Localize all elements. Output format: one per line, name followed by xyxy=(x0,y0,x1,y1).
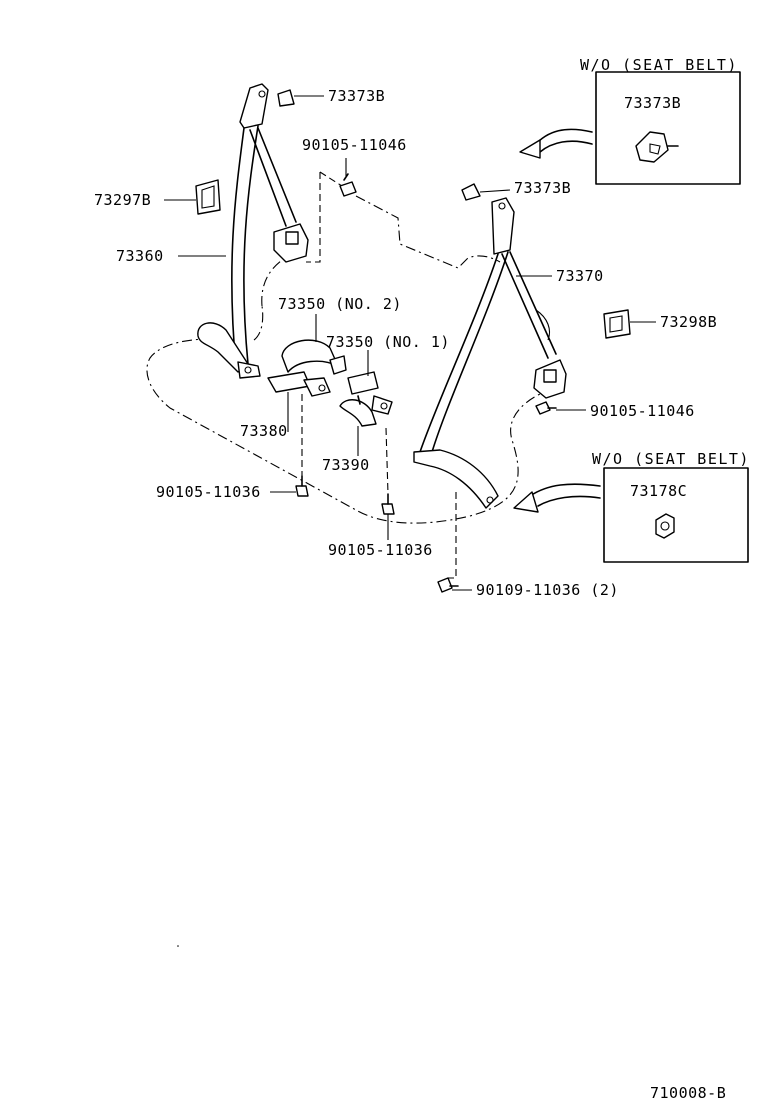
inset-box-top: W/O (SEAT BELT) 73373B xyxy=(580,56,741,185)
inset-title-top: W/O (SEAT BELT) xyxy=(580,56,738,74)
label-90109-11036: 90109-11036 (2) xyxy=(476,581,619,599)
label-73370: 73370 xyxy=(556,267,604,285)
seat-back-guide xyxy=(306,171,501,269)
inset-part-bottom: 73178C xyxy=(630,482,687,500)
buckle-73380 xyxy=(267,371,331,397)
cover-73297b xyxy=(195,179,221,215)
bolt-90105-11046-right xyxy=(535,401,557,415)
label-73350-no2: 73350 (NO. 2) xyxy=(278,295,402,313)
label-73298b: 73298B xyxy=(660,313,717,331)
label-73373b-top: 73373B xyxy=(328,87,385,105)
label-73390: 73390 xyxy=(322,456,370,474)
label-73373b-mid: 73373B xyxy=(514,179,571,197)
buckle-73390 xyxy=(339,395,377,427)
bolt-90105-11036-bottom xyxy=(381,493,395,515)
arrow-top xyxy=(519,128,593,159)
inset-part-73373b-icon xyxy=(635,131,679,163)
bolt-90109-11036 xyxy=(437,577,459,593)
inset-part-top: 73373B xyxy=(624,94,681,112)
inset-part-73178c-icon xyxy=(655,513,675,539)
buckle-73350-no1 xyxy=(347,371,393,415)
cover-73298b xyxy=(603,309,631,339)
label-73360: 73360 xyxy=(116,247,164,265)
inset-box-bottom: W/O (SEAT BELT) 73178C xyxy=(592,450,750,563)
label-90105-11046-top: 90105-11046 xyxy=(302,136,407,154)
label-73380: 73380 xyxy=(240,422,288,440)
bolt-90105-11036-left xyxy=(295,475,309,497)
buckle-73350-no2 xyxy=(281,339,347,375)
inset-title-bottom: W/O (SEAT BELT) xyxy=(592,450,750,468)
leader-lines xyxy=(164,95,656,591)
label-73350-no1: 73350 (NO. 1) xyxy=(326,333,450,351)
stray-dot xyxy=(177,945,179,947)
label-90105-11036-bottom: 90105-11036 xyxy=(328,541,433,559)
label-90105-11036-left: 90105-11036 xyxy=(156,483,261,501)
cover-73373b-mid xyxy=(461,183,481,201)
cover-73373b-top xyxy=(277,89,295,107)
arrow-bottom xyxy=(513,483,601,513)
left-seat-belt-73360 xyxy=(197,83,309,379)
figure-id: 710008-B xyxy=(650,1084,726,1102)
bolt-guides xyxy=(301,394,457,579)
bolt-90105-11046-top xyxy=(339,173,357,197)
right-seat-belt-73370 xyxy=(413,197,567,509)
label-90105-11046-right: 90105-11046 xyxy=(590,402,695,420)
label-73297b: 73297B xyxy=(94,191,151,209)
